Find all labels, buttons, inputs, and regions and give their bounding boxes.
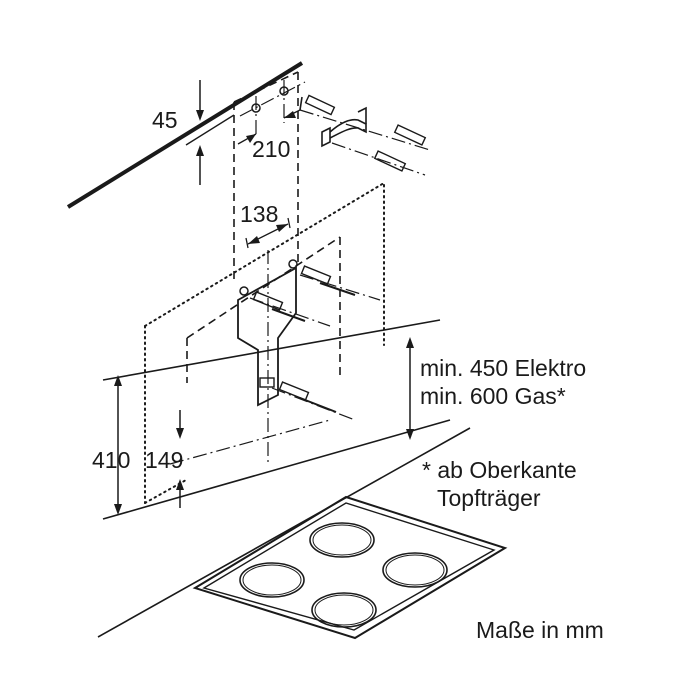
- dimension-138-label: 138: [240, 201, 278, 227]
- top-screw-1: [299, 94, 336, 116]
- dimension-410-label: 410: [92, 447, 130, 473]
- hood-bottom-lines: [102, 319, 451, 520]
- dimension-410: 410: [92, 375, 130, 515]
- dimension-138: 138: [240, 201, 291, 249]
- burner-bottom: [311, 592, 377, 628]
- cooktop: [192, 495, 508, 640]
- burner-top: [309, 522, 375, 558]
- burner-right: [382, 552, 448, 588]
- top-mounting-holes: 210: [237, 80, 306, 162]
- top-screw-3: [373, 150, 407, 172]
- dimension-210-label: 210: [252, 136, 290, 162]
- mounting-plate: [237, 259, 298, 407]
- middle-screws: [249, 265, 381, 327]
- top-screw-2: [393, 124, 427, 146]
- clearance-dimension: min. 450 Elektro min. 600 Gas*: [406, 337, 586, 440]
- worktop-line: [97, 427, 471, 638]
- clearance-text-line2: min. 600 Gas*: [420, 383, 566, 409]
- clearance-text-line1: min. 450 Elektro: [420, 355, 586, 381]
- top-bracket: [321, 106, 367, 148]
- footnote-line1: * ab Oberkante: [422, 457, 577, 483]
- top-screws-and-bracket: [299, 94, 431, 176]
- dimension-45-label: 45: [152, 107, 178, 133]
- lower-screws: [271, 381, 356, 421]
- ceiling-line: [66, 61, 304, 209]
- middle-screw-2: [252, 291, 306, 322]
- middle-screw-1: [300, 265, 356, 296]
- dimension-149-label: 149: [145, 447, 183, 473]
- dimension-45: 45: [152, 80, 235, 185]
- burner-left: [239, 562, 305, 598]
- units-label: Maße in mm: [476, 617, 604, 643]
- footnote-line2: Topfträger: [437, 485, 541, 511]
- inner-dashed-lines: [186, 236, 341, 383]
- duct-outline: [233, 71, 299, 280]
- dimension-149: 149: [145, 410, 184, 508]
- lower-screw: [278, 381, 337, 413]
